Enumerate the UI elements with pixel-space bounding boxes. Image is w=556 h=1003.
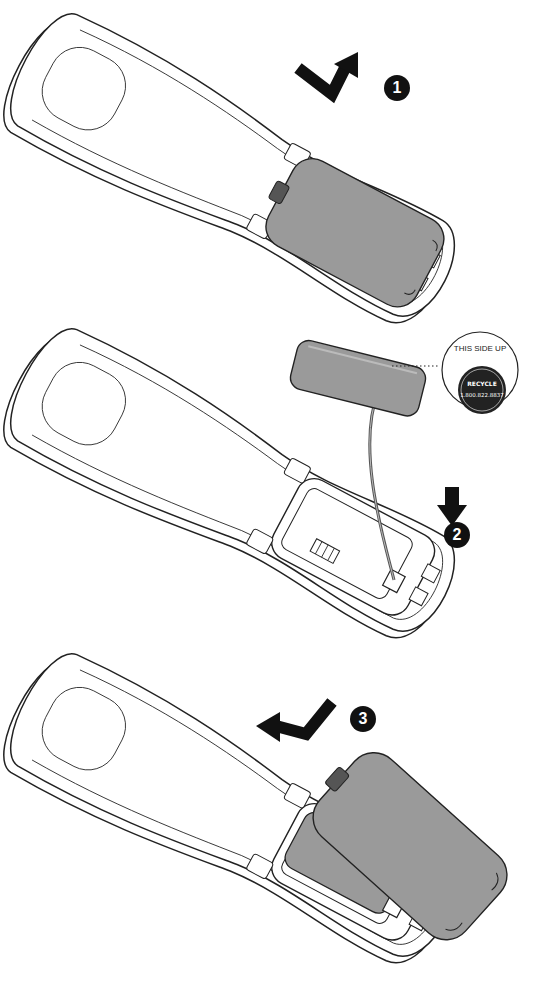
note-text: THIS SIDE UP bbox=[454, 345, 506, 353]
callout-number: 1 bbox=[393, 80, 402, 96]
seal-text: RECYCLE bbox=[467, 381, 497, 387]
callout-number: 3 bbox=[359, 711, 368, 727]
callout-number: 2 bbox=[453, 527, 462, 543]
seal-text: 1.800.822.8837 bbox=[460, 393, 504, 399]
